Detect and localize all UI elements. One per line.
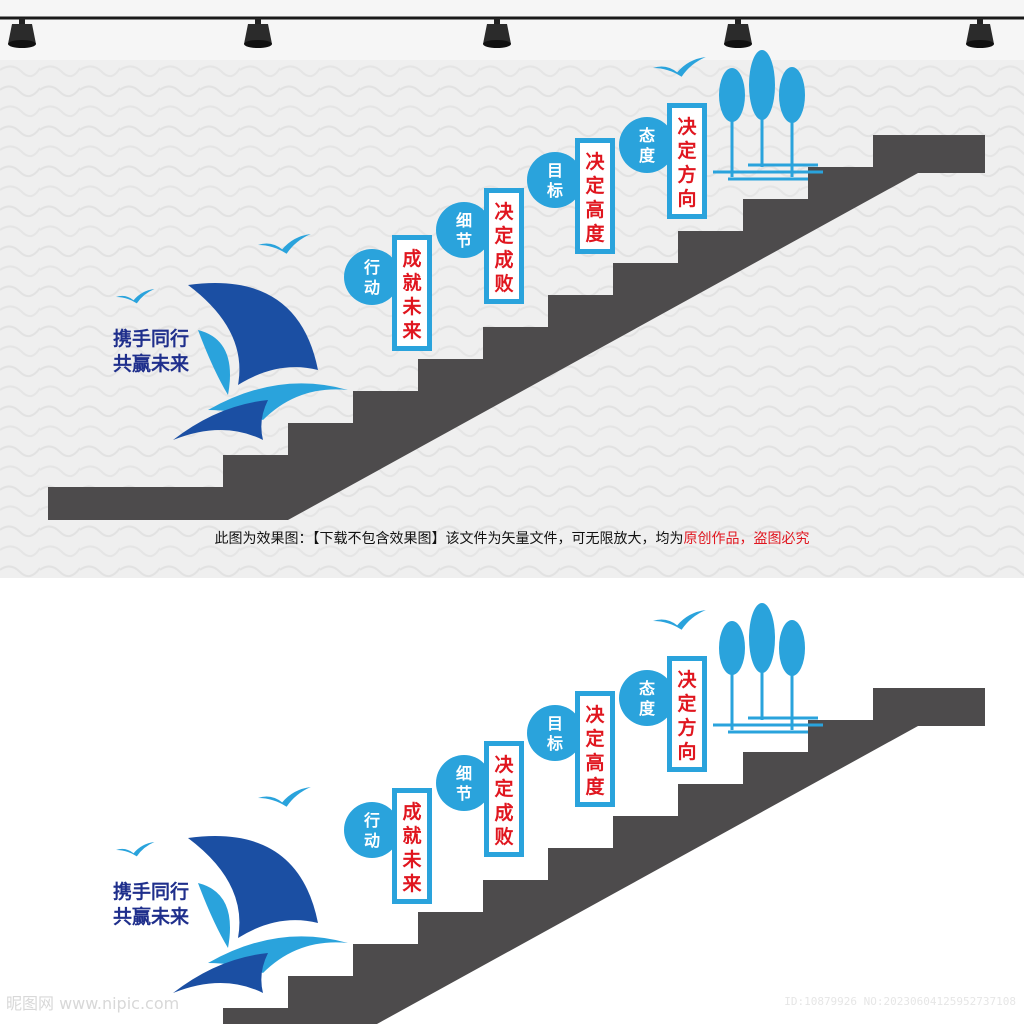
panel-tag: 目标: [546, 714, 563, 753]
caption-highlight: 原创作品，盗图必究: [683, 531, 810, 547]
lamp-icon: [483, 18, 511, 48]
slogan-line1: 携手同行: [113, 327, 189, 350]
water-lines: [713, 716, 823, 734]
plaque-inner: [397, 793, 427, 899]
spot-lamps: [8, 18, 994, 48]
motto-panel: 细节 决定成败: [436, 741, 524, 857]
staircase: [48, 135, 985, 520]
seagull-icon: [653, 57, 706, 77]
watermark-id: ID:10879926 NO:20230604125952737108: [784, 995, 1016, 1008]
tree-icons: [713, 50, 823, 181]
motto-panel: 细节 决定成败: [436, 188, 524, 304]
motto-panel: 态度 决定方向: [619, 103, 707, 219]
plaque-inner: [580, 696, 610, 802]
seagull-icon: [653, 610, 706, 630]
plaque-inner: [672, 661, 702, 767]
motto-panel: 行动 成就未来: [344, 235, 432, 351]
caption: 此图为效果图：【下载不包含效果图】该文件为矢量文件，可无限放大，均为原创作品，盗…: [0, 528, 1024, 548]
slogan-line1: 携手同行: [113, 880, 189, 903]
panel-motto: 决定成败: [494, 201, 514, 295]
motto-panel: 行动 成就未来: [344, 788, 432, 904]
motto-panel: 目标 决定高度: [527, 691, 615, 807]
tag-circle: [344, 802, 400, 858]
stair-silhouette: [48, 135, 985, 520]
plaque-inner: [489, 193, 519, 299]
panel-tag: 目标: [546, 161, 563, 200]
sailboat-icon: [173, 836, 348, 993]
tag-circle: [344, 249, 400, 305]
stair-silhouette: [223, 688, 985, 1024]
brick-strip: [0, 0, 1024, 60]
plaque-inner: [672, 108, 702, 214]
motto-panel: 态度 决定方向: [619, 656, 707, 772]
seagull-icon: [258, 787, 311, 807]
seagull-icon: [116, 842, 155, 857]
panel-motto: 决定高度: [585, 704, 605, 798]
panel-motto: 成就未来: [401, 247, 421, 342]
plaque-inner: [489, 746, 519, 852]
tag-circle: [619, 670, 675, 726]
panel-motto: 成就未来: [401, 800, 421, 895]
sailboat-icon: [173, 283, 348, 440]
panel-motto: 决定成败: [494, 754, 514, 848]
lamp-icon: [244, 18, 272, 48]
seagull-icon: [116, 289, 155, 304]
tree-icons: [713, 603, 823, 734]
water-lines: [713, 163, 823, 181]
lamp-icon: [966, 18, 994, 48]
panel-motto: 决定方向: [677, 669, 697, 763]
plaque-inner: [397, 240, 427, 346]
panel-tag: 态度: [639, 679, 656, 718]
panel-tag: 细节: [456, 764, 472, 803]
panel-tag: 行动: [363, 811, 380, 850]
panel-tag: 行动: [363, 258, 380, 297]
tag-circle: [619, 117, 675, 173]
seagull-icon: [258, 234, 311, 254]
staircase: [223, 688, 985, 1024]
plaque-inner: [580, 143, 610, 249]
slogan-line2: 共赢未来: [113, 905, 189, 928]
lamp-icon: [724, 18, 752, 48]
caption-main: 此图为效果图：【下载不包含效果图】该文件为矢量文件，可无限放大，均为: [214, 531, 684, 547]
panel-motto: 决定方向: [677, 116, 697, 210]
panel-motto: 决定高度: [585, 151, 605, 245]
motto-panel: 目标 决定高度: [527, 138, 615, 254]
tag-circle: [436, 755, 492, 811]
slogan-line2: 共赢未来: [113, 352, 189, 375]
watermark-site: 昵图网 www.nipic.com: [6, 994, 180, 1013]
tag-circle: [527, 152, 583, 208]
panel-tag: 态度: [639, 126, 656, 165]
tag-circle: [527, 705, 583, 761]
lamp-icon: [8, 18, 36, 48]
panel-tag: 细节: [456, 211, 472, 250]
tag-circle: [436, 202, 492, 258]
